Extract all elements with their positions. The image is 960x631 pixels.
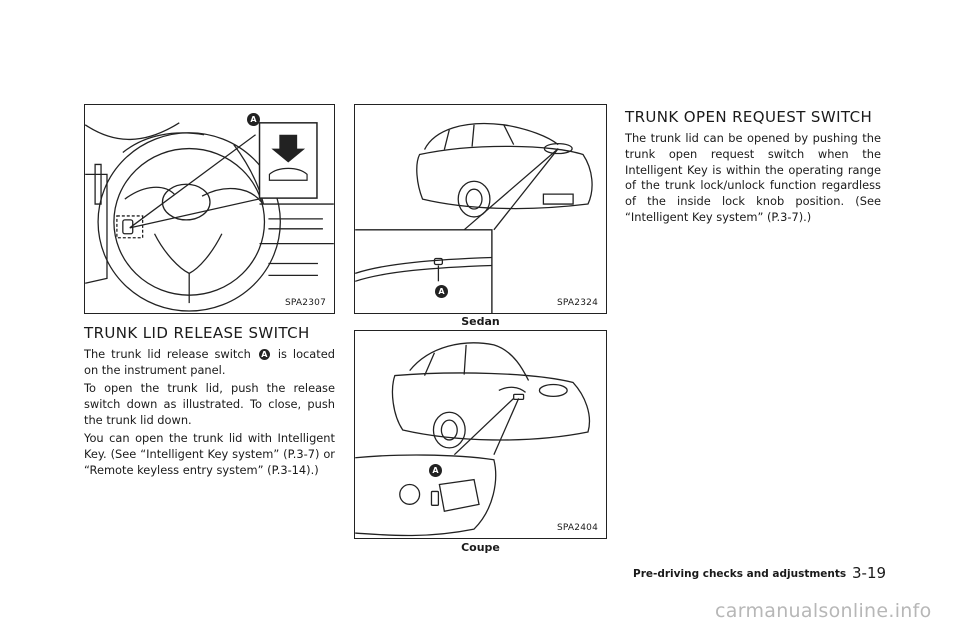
callout-a-badge: A — [435, 285, 448, 298]
figure-code: SPA2324 — [556, 298, 598, 308]
callout-a-badge: A — [429, 464, 442, 477]
figure-caption-sedan: Sedan — [461, 315, 500, 328]
text-segment: The trunk lid release switch — [84, 347, 251, 361]
callout-a-inline: A — [258, 349, 270, 360]
paragraph-location: The trunk lid release switch A is locate… — [84, 347, 335, 379]
paragraph-intelligent-key: You can open the trunk lid with Intellig… — [84, 431, 335, 477]
callout-a-badge: A — [247, 113, 260, 126]
paragraph-open-request: The trunk lid can be opened by pushing t… — [625, 131, 881, 224]
section-heading-trunk-lid-release: TRUNK LID RELEASE SWITCH — [84, 324, 310, 342]
text-segment: is located on the instrument panel. — [84, 347, 335, 377]
page-number: 3-19 — [852, 564, 887, 582]
figure-coupe: A SPA2404 — [354, 330, 607, 539]
watermark-text: carmanualsonline.info — [715, 600, 932, 622]
paragraph-open-instructions: To open the trunk lid, push the release … — [84, 381, 335, 427]
coupe-illustration — [355, 342, 591, 538]
section-heading-trunk-open-request: TRUNK OPEN REQUEST SWITCH — [625, 108, 873, 126]
figure-caption-coupe: Coupe — [461, 541, 500, 554]
figure-sedan: A SPA2324 — [354, 104, 607, 314]
footer-section-title: Pre-driving checks and adjustments — [633, 568, 847, 580]
figure-code: SPA2307 — [284, 298, 326, 308]
sedan-illustration — [355, 122, 593, 313]
figure-code: SPA2404 — [556, 523, 598, 533]
figure-release-switch: A SPA2307 — [84, 104, 335, 314]
steering-wheel-illustration — [85, 122, 334, 312]
